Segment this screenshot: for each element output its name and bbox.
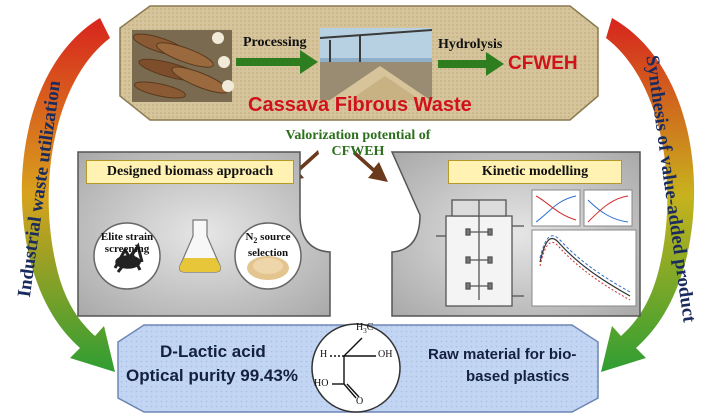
cassava-fibrous-waste-label: Cassava Fibrous Waste: [248, 94, 472, 116]
left-panel-title: Designed biomass approach: [86, 160, 294, 184]
molecule-bonds: [330, 337, 376, 399]
flask-image: [178, 219, 222, 273]
valorization-line-1: Valorization potential of: [285, 128, 431, 143]
hydrolysis-arrow: [438, 52, 504, 76]
processing-arrow: [236, 50, 318, 74]
molecule-ho: HO: [314, 378, 329, 389]
left-curved-arrow: [21, 18, 115, 372]
molecule-o: O: [356, 396, 364, 407]
reactor-illustration: [436, 199, 524, 307]
kinetic-chart-thumb-2: [583, 189, 633, 227]
center-arrow-right: [353, 150, 388, 182]
raw-material-label-1: Raw material for bio-: [428, 346, 577, 363]
kinetic-chart-main: [531, 229, 637, 307]
cassava-photo: [132, 30, 234, 102]
right-curved-arrow: [601, 18, 695, 372]
optical-purity-label: Optical purity 99.43%: [126, 366, 298, 385]
valorization-caption: Valorization potential of CFWEH: [240, 128, 476, 160]
elite-strain-label: Elite strain screening: [100, 231, 154, 255]
n2-source-label: N2 source selection: [245, 231, 291, 260]
kinetic-chart-thumb-1: [531, 189, 581, 227]
processing-photo: [319, 28, 433, 100]
d-lactic-acid-label: D-Lactic acid: [160, 342, 266, 361]
elite-strain-circle: [93, 222, 161, 290]
molecule-h3c: H3C: [356, 322, 374, 335]
hydrolysis-label: Hydrolysis: [438, 37, 503, 52]
molecule-circle: [311, 323, 401, 413]
molecule-oh: OH: [378, 349, 393, 360]
valorization-line-2: CFWEH: [331, 144, 385, 159]
molecule-h: H: [320, 349, 328, 360]
raw-material-label-2: based plastics: [466, 368, 570, 385]
right-panel-title: Kinetic modelling: [448, 160, 622, 184]
n2-source-circle: [234, 222, 302, 290]
cfweh-label: CFWEH: [508, 53, 578, 74]
processing-label: Processing: [243, 35, 307, 50]
